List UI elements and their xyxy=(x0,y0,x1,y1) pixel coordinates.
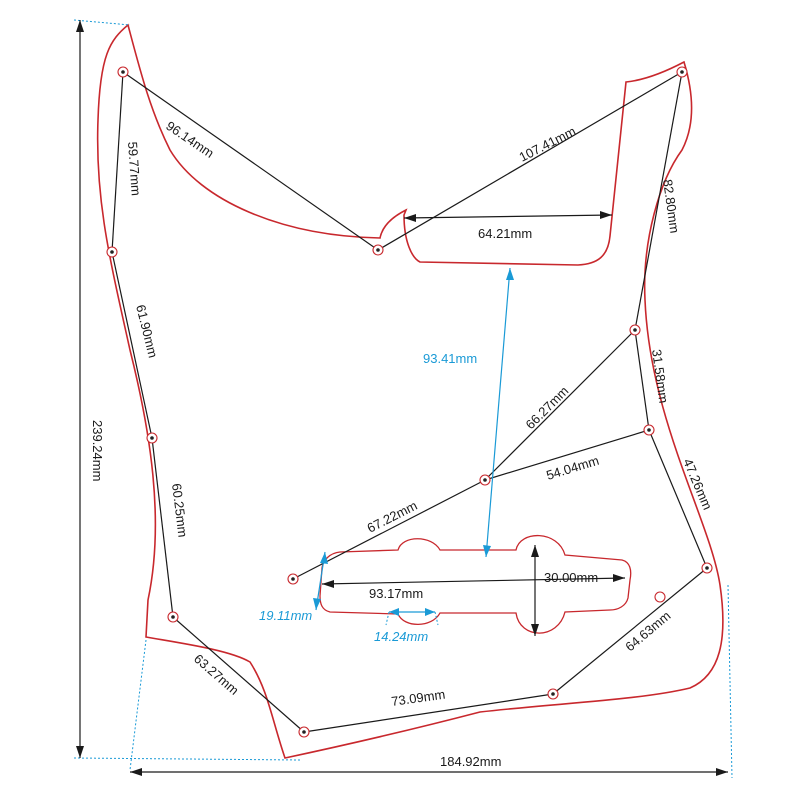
dim-line-63 xyxy=(172,616,305,733)
screw-hole xyxy=(547,688,559,700)
dim-line-60 xyxy=(151,437,174,618)
label-14-24: 14.24mm xyxy=(374,629,428,644)
screw-hole xyxy=(287,573,299,585)
pickguard-outline xyxy=(96,23,724,759)
label-59-77: 59.77mm xyxy=(125,141,144,196)
label-54-04: 54.04mm xyxy=(544,453,600,483)
extension-lines xyxy=(73,19,733,779)
screw-hole xyxy=(117,66,129,78)
dim-line-47 xyxy=(648,429,708,569)
dim-line-64 xyxy=(403,214,613,219)
dim-line-64b xyxy=(552,567,708,695)
label-67-22: 67.22mm xyxy=(365,498,420,536)
screw-hole xyxy=(106,246,118,258)
screw-hole xyxy=(479,474,491,486)
label-30-00: 30.00mm xyxy=(544,570,598,585)
dim-line-31 xyxy=(634,329,650,431)
label-96-14: 96.14mm xyxy=(163,118,216,161)
screw-hole xyxy=(654,591,666,603)
dimension-lines xyxy=(79,20,728,773)
label-82-80: 82.80mm xyxy=(660,178,682,234)
screw-hole xyxy=(372,244,384,256)
label-107-41: 107.41mm xyxy=(517,123,579,164)
dim-line-107 xyxy=(377,71,683,251)
dim-line-61 xyxy=(111,251,153,439)
dim-line-93 xyxy=(321,577,626,585)
arrow-heads xyxy=(76,20,728,776)
dimension-labels: 96.14mm 59.77mm 107.41mm 64.21mm 82.80mm… xyxy=(90,118,715,769)
label-47-26: 47.26mm xyxy=(680,456,715,512)
label-93-41: 93.41mm xyxy=(423,351,477,366)
label-61-90: 61.90mm xyxy=(133,303,161,359)
dim-line-54 xyxy=(484,429,650,481)
dim-line-93-41 xyxy=(485,267,511,558)
label-239-24: 239.24mm xyxy=(90,420,105,481)
label-93-17: 93.17mm xyxy=(369,586,423,601)
dim-line-82 xyxy=(634,71,683,331)
screw-hole xyxy=(643,424,655,436)
screw-hole xyxy=(676,66,688,78)
screw-hole xyxy=(146,432,158,444)
screw-hole xyxy=(298,726,310,738)
dim-line-96 xyxy=(122,71,379,251)
label-73-09: 73.09mm xyxy=(390,687,446,709)
label-19-11: 19.11mm xyxy=(259,608,312,623)
dim-line-59 xyxy=(111,71,124,253)
label-66-27: 66.27mm xyxy=(523,383,572,432)
label-64-21: 64.21mm xyxy=(478,226,532,241)
label-31-58: 31.58mm xyxy=(649,348,671,404)
dim-line-73 xyxy=(303,693,554,733)
label-63-27: 63.27mm xyxy=(191,651,242,698)
screw-hole xyxy=(629,324,641,336)
pickup-cutout xyxy=(319,534,632,634)
screw-hole xyxy=(167,611,179,623)
label-184-92: 184.92mm xyxy=(440,754,501,769)
dim-line-67 xyxy=(292,479,486,580)
label-60-25: 60.25mm xyxy=(169,483,190,539)
dim-line-66 xyxy=(484,329,636,481)
screw-holes xyxy=(106,66,713,738)
screw-hole xyxy=(701,562,713,574)
